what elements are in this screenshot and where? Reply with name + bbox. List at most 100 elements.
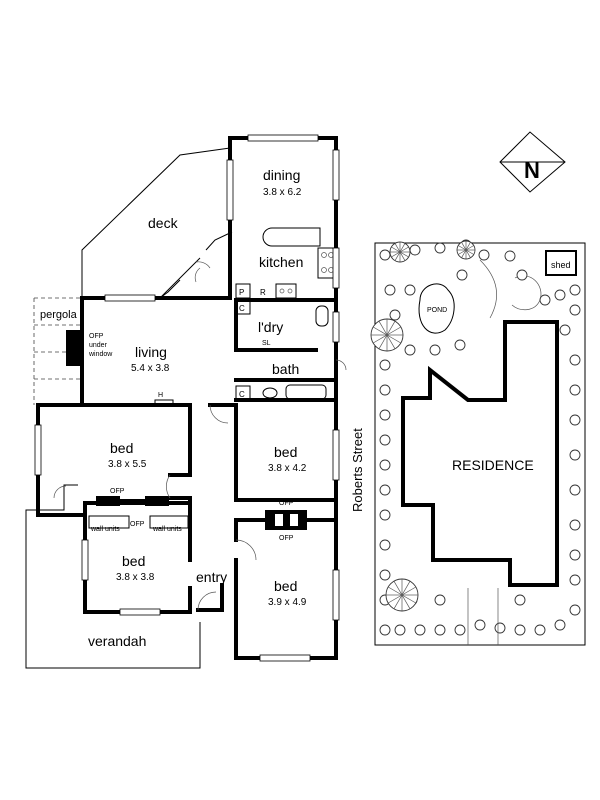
room-kitchen-label: kitchen: [259, 254, 303, 270]
shrub-icon: [394, 624, 406, 636]
shrub-icon: [409, 244, 421, 256]
dining-wall: [228, 136, 338, 300]
sl-label: SL: [262, 340, 271, 347]
pergola-outline: [33, 297, 82, 405]
shrub-icon: [454, 624, 466, 636]
shrub-icon: [379, 569, 391, 581]
wall-units-right-label: wall units: [152, 526, 182, 533]
heater: [154, 399, 174, 406]
pantry-box: [235, 283, 251, 299]
laundry-cupboard-label: C: [239, 304, 245, 313]
wall-units-left: [88, 515, 130, 529]
wall-units-right: [149, 515, 189, 529]
room-dining-label: dining: [263, 167, 300, 183]
shrub-icon: [478, 249, 490, 261]
shrub-icon: [569, 574, 581, 586]
heater-label: H: [158, 392, 163, 399]
room-bed-right-lower-label: bed: [274, 578, 297, 594]
shrub-icon: [514, 624, 526, 636]
site-plan: RESIDENCE shed POND Roberts Street: [350, 239, 586, 646]
shrub-icon: [569, 519, 581, 531]
toilet: [262, 387, 278, 399]
room-bed-center-label: bed: [122, 553, 145, 569]
north-compass: N: [499, 131, 566, 193]
shrub-icon: [379, 509, 391, 521]
verandah-outline: [25, 484, 201, 669]
shrub-icon: [569, 384, 581, 396]
shrub-icon: [474, 619, 486, 631]
ofp-right-block: [265, 510, 307, 530]
shrub-icon: [554, 619, 566, 631]
shrub-icon: [454, 339, 466, 351]
room-bath-label: bath: [272, 361, 299, 377]
shrub-icon: [559, 324, 571, 336]
sink: [275, 283, 297, 299]
shrub-icon: [379, 409, 391, 421]
shrub-icon: [514, 594, 526, 606]
room-bed-left-dims: 3.8 x 5.5: [108, 459, 147, 470]
shrub-icon: [456, 269, 468, 281]
ofp-center-block: [145, 496, 169, 506]
ofp-center-label: OFP: [130, 521, 145, 528]
shrub-icon: [379, 539, 391, 551]
shrub-icon: [434, 624, 446, 636]
deck-outline: [81, 147, 231, 298]
kitchen-counter: [262, 227, 321, 247]
pond: [418, 283, 455, 334]
shrub-icon: [569, 354, 581, 366]
shrub-icon: [554, 289, 566, 301]
bathtub: [285, 384, 327, 400]
ofp-right-upper-label: OFP: [279, 500, 294, 507]
room-bed-right-lower-dims: 3.9 x 4.9: [268, 597, 307, 608]
shrub-icon: [414, 624, 426, 636]
room-entry-label: entry: [196, 569, 227, 585]
shrub-icon: [379, 359, 391, 371]
fridge-label: R: [260, 288, 266, 297]
ofp-left-block: [96, 496, 120, 506]
shrub-icon: [569, 304, 581, 316]
shrub-icon: [516, 269, 528, 281]
shrub-icon: [569, 449, 581, 461]
room-dining-dims: 3.8 x 6.2: [263, 187, 302, 198]
shrub-icon: [404, 344, 416, 356]
shrub-icon: [569, 549, 581, 561]
shrub-icon: [569, 604, 581, 616]
ofp-living-label: OFP under window: [88, 333, 113, 358]
shrub-icon: [434, 594, 446, 606]
shrub-icon: [379, 459, 391, 471]
shrub-icon: [569, 284, 581, 296]
property-boundary: [374, 242, 586, 646]
shrub-icon: [569, 414, 581, 426]
shed-label: shed: [551, 260, 571, 270]
bath-cupboard-label: C: [239, 390, 245, 399]
shrub-icon: [379, 484, 391, 496]
ofp-right-lower-label: OFP: [279, 535, 294, 542]
room-bed-center-dims: 3.8 x 3.8: [116, 572, 155, 583]
street-label: Roberts Street: [350, 428, 365, 512]
shrub-icon: [379, 434, 391, 446]
room-bed-right-upper-dims: 3.8 x 4.2: [268, 463, 307, 474]
shrub-icon: [534, 624, 546, 636]
wall-units-left-label: wall units: [90, 526, 120, 533]
ofp-left-bed-label: OFP: [110, 488, 125, 495]
shrub-icon: [379, 249, 391, 261]
shrub-icon: [434, 242, 446, 254]
shrub-icon: [404, 284, 416, 296]
pergola-label: pergola: [40, 309, 78, 321]
compass-north-label: N: [524, 158, 540, 183]
room-bed-right-upper-label: bed: [274, 444, 297, 460]
shrub-icon: [389, 309, 401, 321]
room-deck-label: deck: [148, 215, 179, 231]
residence-footprint: [401, 320, 559, 587]
residence-label: RESIDENCE: [452, 457, 534, 473]
shrub-icon: [384, 284, 396, 296]
shrub-icon: [504, 250, 516, 262]
shed: [545, 250, 577, 276]
room-verandah-label: verandah: [88, 633, 146, 649]
living-fireplace: [66, 330, 80, 366]
shrub-icon: [379, 384, 391, 396]
laundry-tub: [315, 305, 329, 327]
shrub-icon: [569, 484, 581, 496]
pantry-label: P: [239, 288, 244, 297]
